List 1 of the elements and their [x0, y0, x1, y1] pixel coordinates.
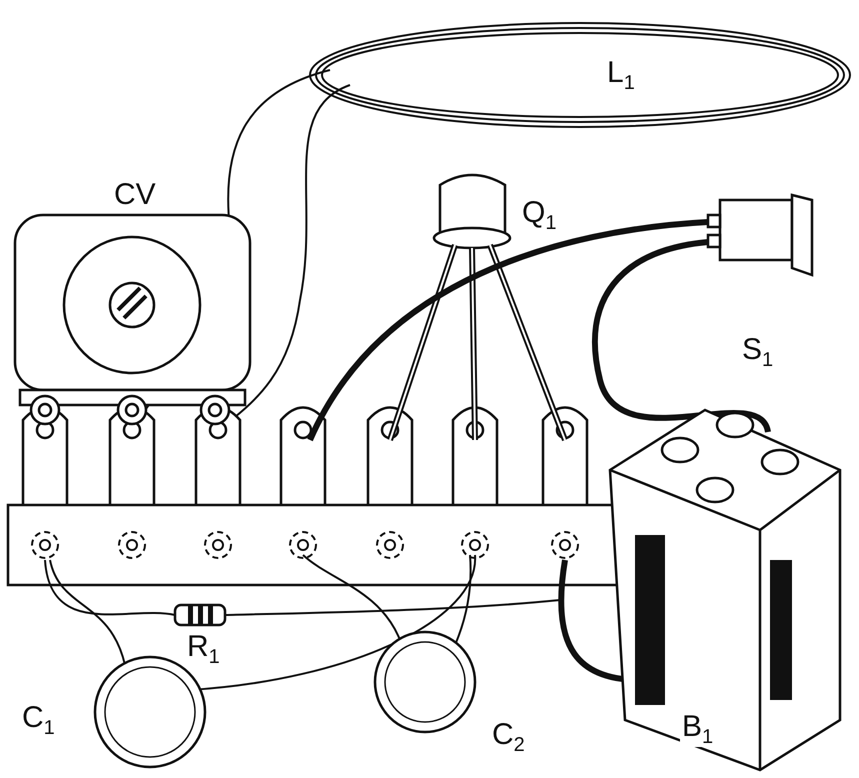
component-label: B$_{1}$: [680, 712, 716, 747]
